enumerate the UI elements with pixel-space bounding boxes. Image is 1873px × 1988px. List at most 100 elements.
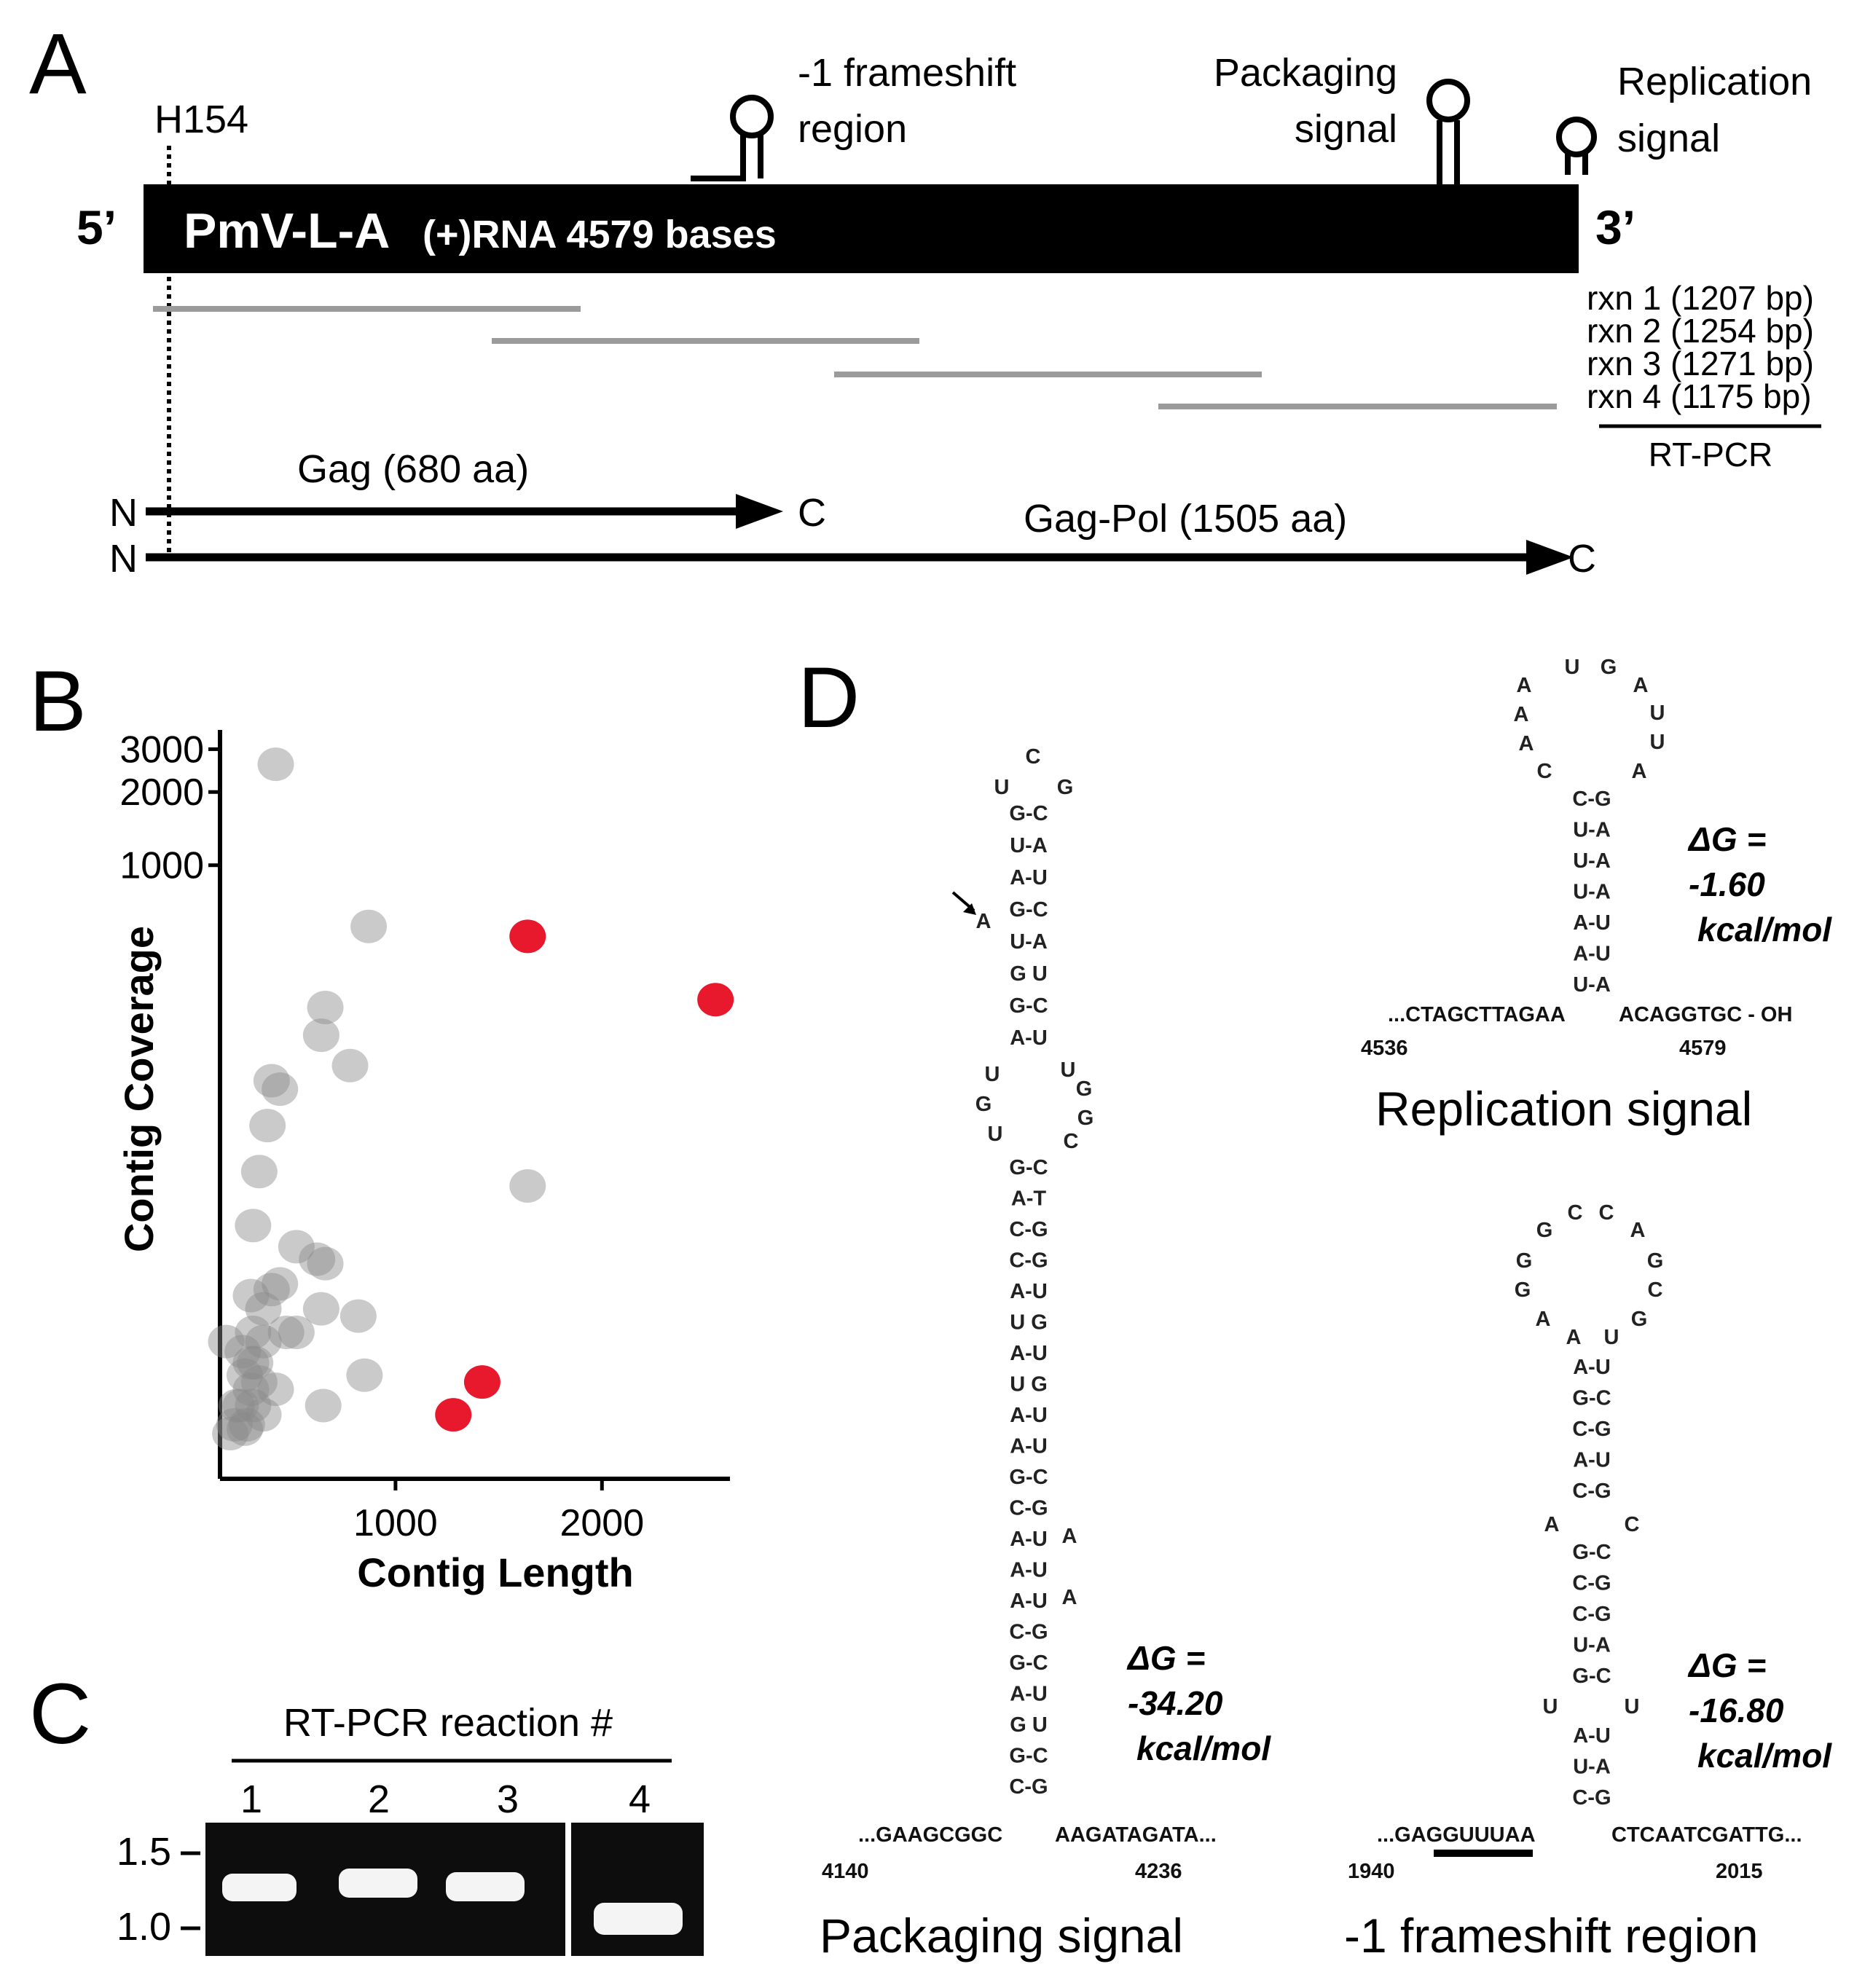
base-pair: C-G (1009, 1218, 1048, 1241)
arrow-marker-head (963, 903, 976, 915)
contig-point (307, 1246, 344, 1281)
base-pair: U-A (1573, 1634, 1611, 1657)
loop-nucleotide: U (1604, 1326, 1619, 1349)
bulge-nucleotide: U (988, 1123, 1003, 1146)
sequence-right: AAGATAGATA... (1055, 1823, 1217, 1847)
contig-point (257, 1372, 294, 1407)
base-pair: U G (1010, 1373, 1048, 1396)
packaging-label-line1: Packaging (1214, 51, 1397, 95)
base-pair: A-U (1010, 1404, 1048, 1427)
contig-point (278, 1315, 315, 1349)
three-prime-label: 3’ (1595, 200, 1636, 254)
base-pair: G-C (1009, 1651, 1048, 1675)
gel-image-right (571, 1823, 704, 1956)
bulge-nucleotide: G (1076, 1077, 1093, 1101)
base-pair: G-C (1009, 1156, 1048, 1179)
replication-delta-g-line-1: ΔG = (1687, 820, 1766, 858)
position-left: 1940 (1348, 1860, 1395, 1883)
strain-label: H154 (154, 98, 248, 141)
contig-point (307, 991, 344, 1025)
contig-point (262, 1267, 299, 1301)
base-pair: U-A (1573, 881, 1611, 904)
packaging-delta-g-line-1: ΔG = (1126, 1639, 1205, 1677)
contig-point (339, 1299, 377, 1333)
contig-point (262, 1072, 299, 1107)
position-left: 4140 (822, 1860, 869, 1883)
base-pair: U-A (1010, 930, 1048, 954)
loop-nucleotide: G (1631, 1308, 1648, 1331)
marker-label-1-0: 1.0 (117, 1905, 171, 1949)
sequence-left: ...CTAGCTTAGAA (1388, 1003, 1566, 1026)
contig-point (240, 1155, 278, 1189)
highlighted-contig-point (463, 1365, 500, 1399)
loop-nucleotide: A (1566, 1326, 1582, 1349)
gel-title: RT-PCR reaction # (283, 1701, 613, 1745)
loop-nucleotide: U (1650, 731, 1665, 754)
panel-letter-b: B (29, 653, 87, 750)
x-tick-label: 1000 (353, 1502, 438, 1544)
contig-point (218, 1388, 255, 1423)
lane-label-4: 4 (629, 1777, 651, 1821)
lane-label-1: 1 (240, 1777, 262, 1821)
packaging-label-line2: signal (1295, 107, 1397, 151)
base-pair: C-G (1572, 1480, 1611, 1503)
bulge-nucleotide: A (1544, 1513, 1560, 1536)
loop-nucleotide: U (1650, 702, 1665, 725)
bulge-nucleotide: U (1061, 1058, 1076, 1082)
position-right: 4236 (1135, 1860, 1182, 1883)
loop-nucleotide: A (1633, 674, 1649, 697)
contig-point (224, 1335, 262, 1369)
packaging-hairpin-icon (1426, 79, 1470, 184)
rxn-3-label: rxn 3 (1271 bp) (1587, 345, 1814, 382)
gag-arrow-head (736, 494, 783, 529)
replication-delta-g-line-2: -1.60 (1689, 865, 1765, 903)
rxn-1-label: rxn 1 (1207 bp) (1587, 279, 1814, 317)
position-left: 4536 (1361, 1037, 1408, 1060)
loop-nucleotide: G (1057, 776, 1074, 799)
loop-nucleotide: G (1601, 656, 1617, 679)
loop-nucleotide: U (994, 776, 1010, 799)
base-pair: G-C (1572, 1665, 1611, 1688)
contig-point (346, 1358, 383, 1392)
contig-point (249, 1109, 286, 1143)
contig-point (237, 1345, 274, 1380)
base-pair: A-U (1573, 911, 1611, 935)
base-pair: G-C (1572, 1387, 1611, 1410)
y-tick-label: 2000 (119, 771, 204, 814)
loop-nucleotide: C (1599, 1201, 1614, 1225)
gag-label: Gag (680 aa) (297, 447, 529, 491)
x-axis-title: Contig Length (357, 1549, 633, 1595)
base-pair: G-C (1009, 898, 1048, 922)
frameshift-label-line1: -1 frameshift (798, 51, 1016, 95)
bulge-nucleotide: A (1062, 1586, 1077, 1609)
base-pair: U-A (1573, 973, 1611, 997)
base-pair: C-G (1572, 1603, 1611, 1626)
frameshift-delta-g-line-2: -16.80 (1689, 1692, 1784, 1729)
frameshift-delta-g-line-1: ΔG = (1687, 1646, 1766, 1684)
base-pair: U-A (1573, 819, 1611, 842)
gel-band-lane-2 (339, 1869, 417, 1898)
loop-nucleotide: G (1515, 1278, 1531, 1302)
loop-nucleotide: A (1630, 1219, 1646, 1242)
base-pair: A-U (1573, 943, 1611, 966)
bulge-nucleotide: U (985, 1063, 1000, 1086)
base-pair: C-G (1572, 1572, 1611, 1595)
gel-band-lane-1 (222, 1874, 297, 1901)
highlighted-contig-point (435, 1398, 472, 1432)
sequence-left: ...GAGGUUUAA (1377, 1823, 1536, 1847)
loop-nucleotide: A (1517, 674, 1532, 697)
base-pair: G-C (1009, 1466, 1048, 1489)
bulge-nucleotide: C (1064, 1130, 1079, 1153)
five-prime-label: 5’ (76, 200, 117, 254)
panel-letter-a: A (29, 16, 87, 112)
base-pair: A-U (1010, 1026, 1048, 1050)
position-right: 2015 (1716, 1860, 1763, 1883)
contig-point (232, 1278, 270, 1313)
gag-n-label: N (109, 491, 138, 535)
contig-point (253, 1273, 290, 1307)
contig-point (509, 1168, 546, 1203)
y-tick-label: 3000 (119, 728, 204, 771)
loop-nucleotide: C (1026, 745, 1041, 769)
panel-letter-d: D (798, 650, 860, 746)
